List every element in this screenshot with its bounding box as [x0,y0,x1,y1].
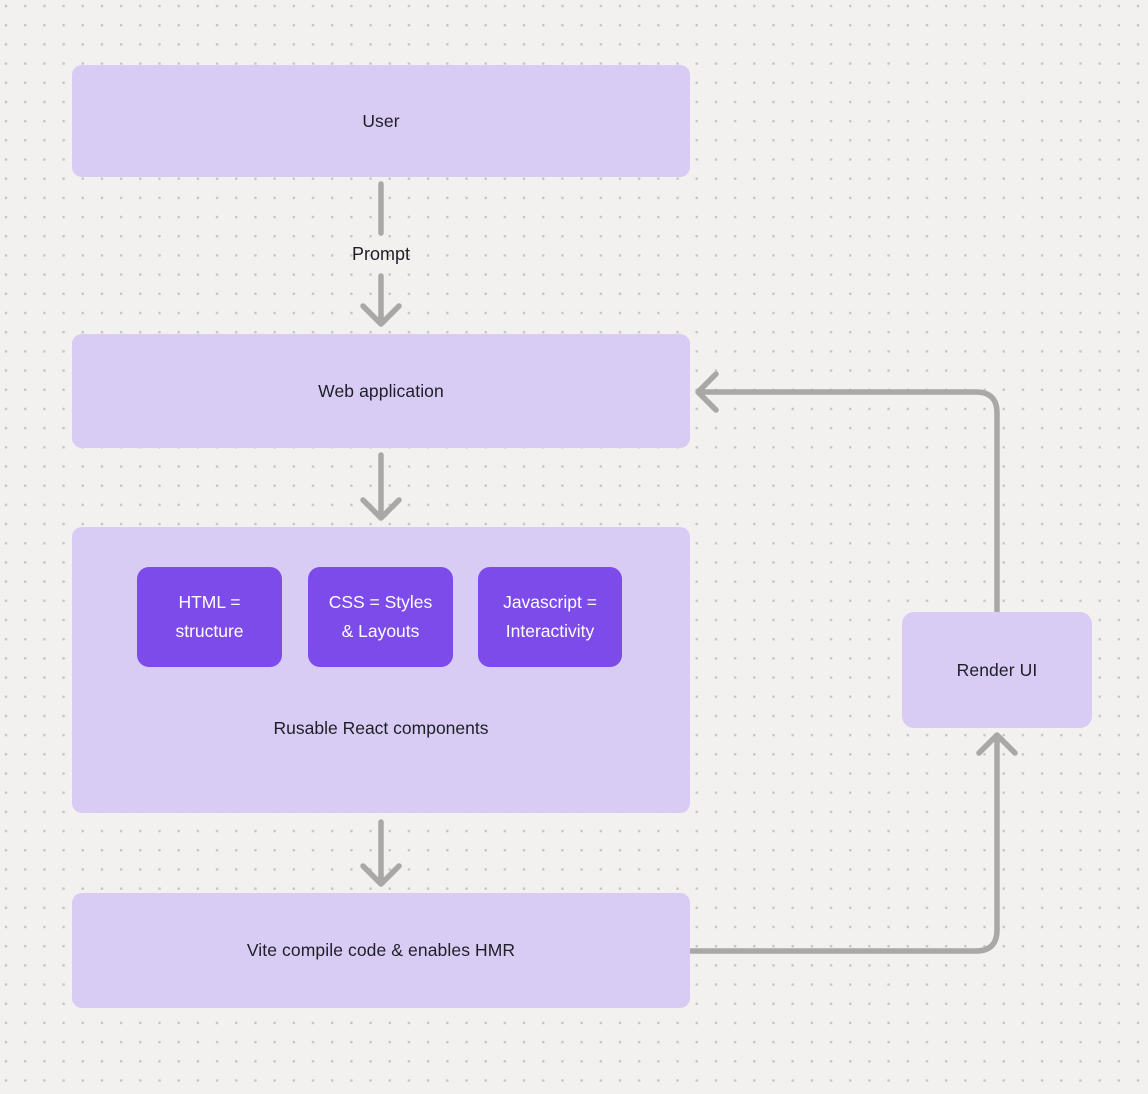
node-javascript: Javascript = Interactivity [478,567,622,667]
node-vite-label: Vite compile code & enables HMR [246,940,516,960]
arrow-components-to-vite-head [360,863,402,887]
node-html-line1: HTML = [178,592,241,612]
arrow-webapp-to-components-head [360,497,402,521]
edge-label-prompt: Prompt [351,244,411,264]
arrow-renderui-to-webapp-head [695,371,719,413]
node-html: HTML = structure [137,567,282,667]
node-user: User [72,65,690,177]
node-javascript-line1: Javascript = [503,592,597,612]
components-caption: Rusable React components [273,718,489,738]
arrow-renderui-to-webapp-line [699,389,1000,614]
node-css: CSS = Styles & Layouts [308,567,453,667]
node-user-label: User [362,110,400,131]
arrow-prompt-to-webapp-head [360,303,402,327]
node-render-ui: Render UI [902,612,1092,728]
node-vite: Vite compile code & enables HMR [72,893,690,1008]
node-render-ui-label: Render UI [956,659,1038,680]
node-web-application-label: Web application [318,380,444,401]
node-css-line2: & Layouts [341,621,420,641]
node-css-line1: CSS = Styles [328,592,433,612]
node-javascript-line2: Interactivity [505,621,595,641]
node-html-line2: structure [175,621,244,641]
node-web-application: Web application [72,334,690,448]
arrow-vite-to-renderui-line [688,737,1000,954]
arrow-vite-to-renderui-head [976,732,1018,756]
